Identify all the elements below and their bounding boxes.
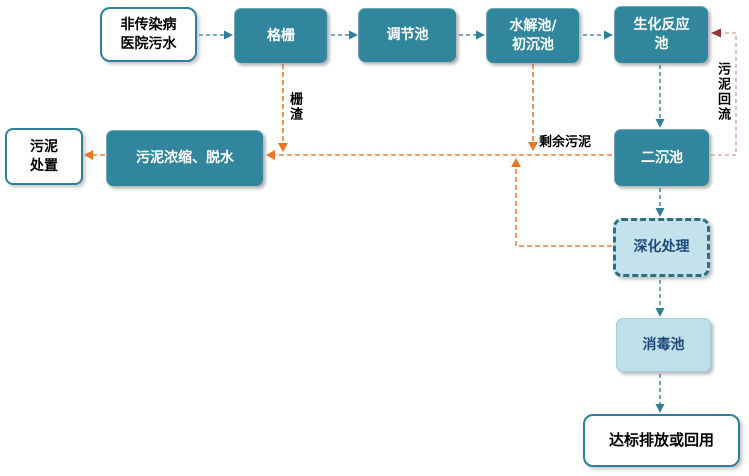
node-hospital-sewage-source: 非传染病 医院污水 — [100, 7, 197, 62]
edge-hydrolysis-to-biochemical — [583, 30, 613, 40]
node-label-line: 调节池 — [386, 27, 429, 43]
node-advanced-treatment: 深化处理 — [613, 218, 710, 277]
edge-advanced-to-sludge-line — [511, 158, 612, 247]
node-hydrolysis-primary-tank: 水解池/ 初沉池 — [486, 8, 579, 63]
label-sludge-return: 污泥回流 — [715, 62, 730, 122]
node-sludge-disposal: 污泥 处置 — [5, 128, 83, 185]
label-grid-residue: 栅渣 — [287, 92, 302, 122]
edge-advanced-to-disinfection — [655, 280, 665, 317]
edge-grille-grid-residue — [278, 64, 288, 152]
node-bar-screen: 格栅 — [234, 8, 327, 63]
node-label-line: 处置 — [30, 157, 58, 174]
node-label-line: 池 — [654, 36, 669, 52]
node-disinfection-tank: 消毒池 — [616, 318, 711, 372]
node-label-line: 初沉池 — [512, 37, 554, 53]
node-label-line: 消毒池 — [642, 336, 685, 353]
edge-regulating-to-hydrolysis — [459, 30, 485, 40]
node-discharge-or-reuse: 达标排放或回用 — [583, 414, 740, 467]
node-label-line: 非传染病 — [120, 16, 177, 33]
node-label-line: 污泥浓缩、脱水 — [136, 150, 234, 166]
edge-secondary-to-advanced — [655, 188, 665, 217]
edge-sludge-return — [711, 28, 737, 156]
node-label-line: 医院污水 — [120, 35, 177, 52]
label-excess-sludge: 剩余污泥 — [539, 135, 592, 150]
node-biochemical-reaction-tank: 生化反应 池 — [614, 6, 708, 63]
node-regulating-tank: 调节池 — [358, 8, 456, 62]
edge-grille-to-regulating — [331, 30, 358, 40]
node-label-line: 格栅 — [267, 27, 295, 44]
node-label-line: 水解池/ — [509, 18, 557, 34]
edge-sludge-treatment-to-disposal — [84, 150, 105, 160]
node-label-line: 污泥 — [30, 138, 58, 155]
node-label-line: 达标排放或回用 — [608, 431, 714, 449]
edge-biochemical-to-secondary — [655, 65, 665, 128]
node-label-line: 深化处理 — [633, 239, 690, 255]
edge-secondary-to-sludge-treatment — [266, 150, 612, 160]
node-label-line: 二沉池 — [641, 149, 683, 166]
node-secondary-sedimentation-tank: 二沉池 — [614, 129, 709, 186]
edge-hydrolysis-excess-sludge — [528, 64, 538, 151]
edge-disinfection-to-discharge — [655, 374, 665, 413]
node-label-line: 生化反应 — [633, 17, 690, 33]
node-sludge-thickening-dewatering: 污泥浓缩、脱水 — [106, 130, 263, 186]
edge-source-to-grille — [199, 30, 233, 40]
